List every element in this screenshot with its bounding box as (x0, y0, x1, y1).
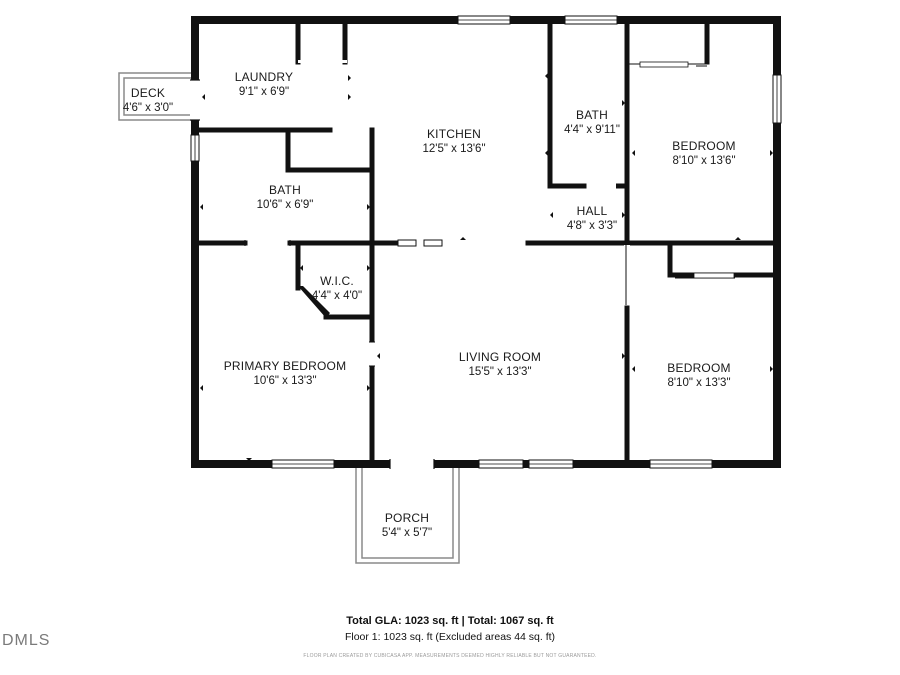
room-dims: 9'1" x 6'9" (238, 86, 290, 98)
room-name: LAUNDRY (234, 70, 294, 84)
interior-door-gaps (369, 183, 630, 366)
room-label-laundry: LAUNDRY 9'1" x 6'9" (235, 70, 294, 100)
room-name: BATH (269, 183, 301, 197)
disclaimer: FLOOR PLAN CREATED BY CUBICASA APP. MEAS… (303, 653, 597, 659)
room-label-living-room: LIVING ROOM 15'5" x 13'3" (459, 350, 541, 380)
room-name: HALL (576, 204, 608, 218)
room-label-bedroom-se: BEDROOM 8'10" x 13'3" (667, 361, 730, 391)
room-label-deck: DECK 4'6" x 3'0" (123, 86, 173, 116)
room-label-bedroom-ne: BEDROOM 8'10" x 13'6" (672, 139, 735, 169)
room-label-hall: HALL 4'8" x 3'3" (567, 204, 617, 234)
room-dims: 10'6" x 13'3" (253, 375, 317, 387)
room-name: KITCHEN (426, 127, 482, 141)
room-name: BEDROOM (667, 361, 731, 375)
wic-angled-wall (298, 286, 330, 318)
room-label-bath-main: BATH 10'6" x 6'9" (257, 183, 314, 213)
closet-shelves (627, 63, 735, 279)
laundry-closet-shelf (298, 60, 347, 63)
area-totals: Total GLA: 1023 sq. ft | Total: 1067 sq.… (346, 615, 554, 627)
deck-outline (118, 72, 194, 121)
room-label-kitchen: KITCHEN 12'5" x 13'6" (422, 127, 485, 157)
room-dims: 4'4" x 9'11" (564, 124, 620, 136)
room-name: BATH (576, 108, 608, 122)
room-dims: 12'5" x 13'6" (422, 143, 486, 155)
room-dims: 15'5" x 13'3" (468, 366, 532, 378)
room-label-primary-bedroom: PRIMARY BEDROOM 10'6" x 13'3" (224, 359, 347, 389)
window-mullions (194, 19, 778, 465)
room-dims: 4'4" x 4'0" (311, 290, 363, 302)
bedroom-se-closet-opening (693, 272, 735, 279)
porch-outline (355, 466, 460, 564)
room-name: W.I.C. (320, 274, 354, 288)
floor-area-summary: Floor 1: 1023 sq. ft (Excluded areas 44 … (344, 631, 556, 643)
room-label-wic: W.I.C. 4'4" x 4'0" (312, 274, 362, 304)
room-name: DECK (130, 86, 166, 100)
interior-walls (194, 19, 778, 465)
room-label-porch: PORCH 5'4" x 5'7" (382, 511, 432, 541)
room-dims: 4'6" x 3'0" (122, 102, 174, 114)
room-dims: 8'10" x 13'3" (667, 377, 731, 389)
room-name: LIVING ROOM (458, 350, 542, 364)
mls-watermark: DMLS (2, 632, 51, 649)
room-name: BEDROOM (672, 139, 736, 153)
interior-door-jambs (244, 240, 627, 367)
room-name: PORCH (384, 511, 430, 525)
room-dims: 10'6" x 6'9" (256, 199, 314, 211)
door-openings (190, 80, 434, 469)
room-dims: 5'4" x 5'7" (381, 527, 433, 539)
room-dims: 4'8" x 3'3" (566, 220, 618, 232)
room-dims: 8'10" x 13'6" (672, 155, 736, 167)
room-name: PRIMARY BEDROOM (223, 359, 347, 373)
door-jambs (190, 79, 435, 469)
room-label-bath-upper: BATH 4'4" x 9'11" (564, 108, 620, 138)
dimension-ticks (200, 73, 773, 461)
bedroom-ne-closet-opening (639, 61, 689, 68)
